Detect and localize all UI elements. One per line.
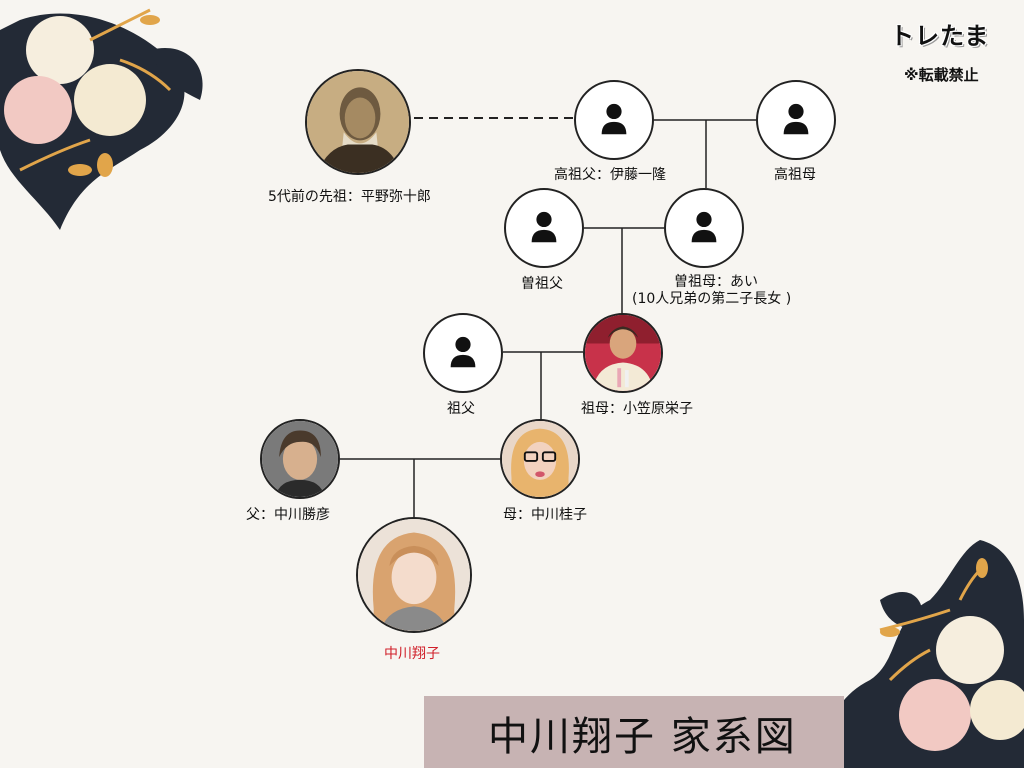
title-banner <box>424 696 844 768</box>
self-label: 中川翔子 <box>384 646 440 662</box>
sepia-portrait-photo-icon <box>307 71 409 173</box>
great-great-grandfather-node <box>574 80 654 160</box>
grandfather-label: 祖父 <box>447 401 475 417</box>
ancestor-label: 5代前の先祖：平野弥十郎 <box>268 189 431 205</box>
floral-decoration-bottom-right <box>830 540 1024 768</box>
father-label: 父：中川勝彦 <box>246 507 330 523</box>
great-great-grandfather-label: 高祖父：伊藤一隆 <box>554 167 666 183</box>
person-silhouette-icon <box>601 103 627 135</box>
person-silhouette-icon <box>531 211 557 243</box>
great-grandmother-label: 曽祖母：あい <box>674 274 758 290</box>
ancestor-photo <box>305 69 411 175</box>
great-grandmother-note: (10人兄弟の第二子長女 ) <box>632 291 792 307</box>
mother-photo <box>500 419 580 499</box>
elderly-woman-photo-icon <box>585 315 661 391</box>
brand-logo: トレたま <box>890 22 990 50</box>
grandfather-node <box>423 313 503 393</box>
great-grandfather-label: 曽祖父 <box>521 276 563 292</box>
woman-with-glasses-photo-icon <box>502 421 578 497</box>
great-grandmother-node <box>664 188 744 268</box>
grandmother-photo <box>583 313 663 393</box>
person-silhouette-icon <box>691 211 717 243</box>
grandmother-label: 祖母：小笠原栄子 <box>581 401 693 417</box>
self-photo <box>356 517 472 633</box>
reprint-prohibited-notice: ※転載禁止 <box>904 66 979 84</box>
great-great-grandmother-label: 高祖母 <box>774 167 816 183</box>
great-great-grandmother-node <box>756 80 836 160</box>
mother-label: 母：中川桂子 <box>503 507 587 523</box>
father-photo <box>260 419 340 499</box>
woman-portrait-photo-icon <box>358 519 470 631</box>
person-silhouette-icon <box>783 103 809 135</box>
floral-decoration-top-left <box>0 8 203 230</box>
page-title: 中川翔子 家系図 <box>488 714 797 760</box>
person-silhouette-icon <box>450 336 476 368</box>
great-grandfather-node <box>504 188 584 268</box>
man-portrait-photo-icon <box>262 421 338 497</box>
